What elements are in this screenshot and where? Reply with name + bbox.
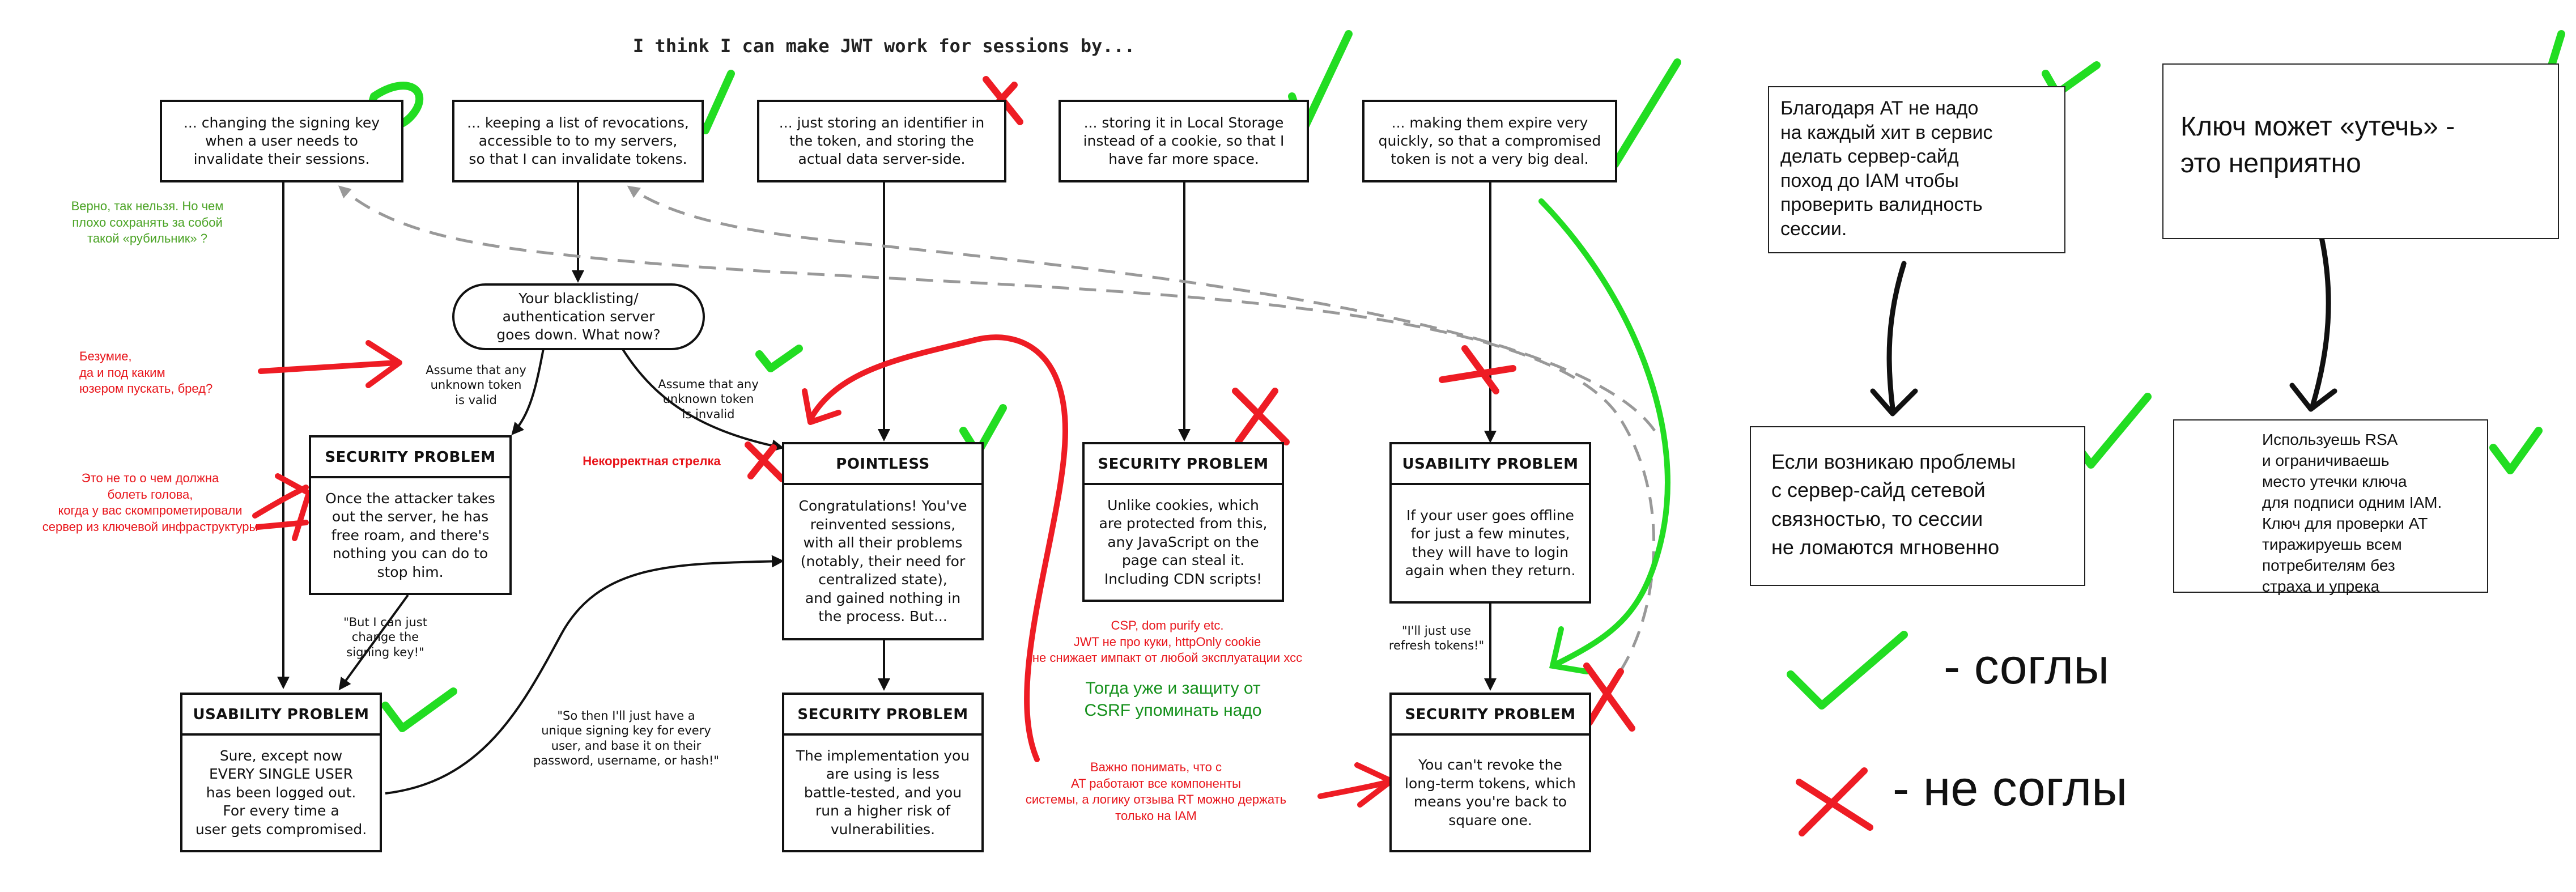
box-local-storage: ... storing it in Local Storage instead … — [1059, 100, 1309, 182]
oval-server-down: Your blacklisting/ authentication server… — [452, 283, 705, 350]
annotation-csrf: Тогда уже и защиту от CSRF упоминать над… — [1084, 679, 1262, 720]
marker-arrow-1-head — [1870, 388, 1918, 417]
check-icon — [755, 345, 803, 372]
check-icon — [2489, 427, 2543, 474]
box-heading: POINTLESS — [784, 444, 981, 485]
box-body: Once the attacker takes out the server, … — [325, 490, 495, 580]
cross-icon — [1232, 388, 1290, 445]
cross-icon-legend — [1796, 767, 1873, 836]
check-icon — [381, 687, 457, 732]
marker-arrow-2-head — [2289, 383, 2337, 412]
annotation-wrong-arrow: Некорректная стрелка — [583, 454, 721, 468]
box-usability-problem-offline: USABILITY PROBLEM If your user goes offl… — [1389, 442, 1591, 604]
note-box-at-benefit: Благодаря АТ не надо на каждый хит в сер… — [1768, 86, 2065, 253]
edge-label-valid: Assume that any unknown token is valid — [426, 363, 526, 407]
dashed-arrow-to-list-box — [627, 185, 1656, 432]
cross-icon — [1439, 345, 1516, 394]
box-expire-quickly: ... making them expire very quickly, so … — [1362, 100, 1617, 182]
box-body: Unlike cookies, which are protected from… — [1099, 496, 1268, 587]
note-box-network-issues: Если возникаю проблемы с сервер-сайд сет… — [1750, 426, 2085, 586]
red-arrow-madness-head — [365, 340, 402, 388]
annotation-infrastructure: Это не то о чем должна болеть голова, ко… — [42, 471, 258, 534]
box-pointless: POINTLESS Congratulations! You've reinve… — [782, 442, 984, 640]
edge-label-invalid: Assume that any unknown token is invalid — [658, 377, 759, 421]
box-security-problem-revoke: SECURITY PROBLEM You can't revoke the lo… — [1389, 693, 1591, 852]
box-security-problem-js: SECURITY PROBLEM Unlike cookies, which a… — [1082, 442, 1284, 602]
box-change-signing-key: ... changing the signing key when a user… — [160, 100, 403, 182]
box-usability-problem-logout: USABILITY PROBLEM Sure, except now EVERY… — [180, 693, 382, 852]
dashed-arrow-to-key-box — [338, 185, 1656, 694]
box-body: You can't revoke the long-term tokens, w… — [1405, 757, 1576, 829]
box-revocation-list: ... keeping a list of revocations, acces… — [452, 100, 704, 182]
box-heading: SECURITY PROBLEM — [784, 695, 981, 736]
box-heading: SECURITY PROBLEM — [311, 437, 509, 478]
red-arrow-refresh-note — [1317, 779, 1391, 799]
edge-label-refresh-tokens: "I'll just use refresh tokens!" — [1388, 624, 1485, 653]
note-box-key-leak: Ключ может «утечь» - это неприятно — [2162, 63, 2559, 239]
edge-label-change-key: "But I can just change the signing key!" — [343, 615, 427, 659]
annotation-madness: Безумие, да и под каким юзером пускать, … — [79, 349, 213, 396]
box-body: If your user goes offline for just a few… — [1405, 507, 1576, 579]
note-box-rsa: Используешь RSA и ограничиваешь место ут… — [2173, 419, 2488, 595]
box-body: Sure, except now EVERY SINGLE USER has b… — [195, 747, 367, 838]
box-security-problem-attacker: SECURITY PROBLEM Once the attacker takes… — [309, 435, 512, 595]
annotation-csp: CSP, dom purify etc. JWT не про куки, ht… — [1032, 618, 1303, 665]
marker-arrow-2 — [2309, 230, 2331, 411]
legend-disagree-label: - не соглы — [1893, 760, 2128, 816]
annotation-refresh-note: Важно понимать, что с AT работают все ко… — [1025, 760, 1287, 823]
box-store-identifier: ... just storing an identifier in the to… — [757, 100, 1006, 182]
marker-arrow-1 — [1886, 261, 1907, 411]
cross-icon — [745, 441, 785, 482]
box-heading: USABILITY PROBLEM — [1392, 444, 1589, 485]
red-arrow-infra-head — [275, 473, 312, 541]
cross-icon — [1583, 662, 1635, 732]
legend-agree-label: - соглы — [1944, 638, 2110, 694]
edge-label-unique-key: "So then I'll just have a unique signing… — [533, 709, 720, 767]
red-arrow-wrong-loop-head — [802, 388, 841, 425]
green-arrow-head — [1549, 626, 1589, 674]
check-icon-legend — [1787, 631, 1908, 710]
box-body: Congratulations! You've reinvented sessi… — [798, 498, 967, 625]
annotation-switch: Верно, так нельзя. Но чем плохо сохранят… — [71, 199, 224, 246]
box-security-problem-implementation: SECURITY PROBLEM The implementation you … — [782, 693, 984, 852]
box-heading: USABILITY PROBLEM — [182, 695, 380, 736]
box-heading: SECURITY PROBLEM — [1085, 444, 1282, 485]
box-heading: SECURITY PROBLEM — [1392, 695, 1589, 736]
red-arrow-madness — [258, 360, 399, 374]
box-body: The implementation you are using is less… — [796, 747, 970, 838]
red-arrow-refresh-head — [1354, 762, 1394, 808]
diagram-title: I think I can make JWT work for sessions… — [632, 35, 1136, 57]
